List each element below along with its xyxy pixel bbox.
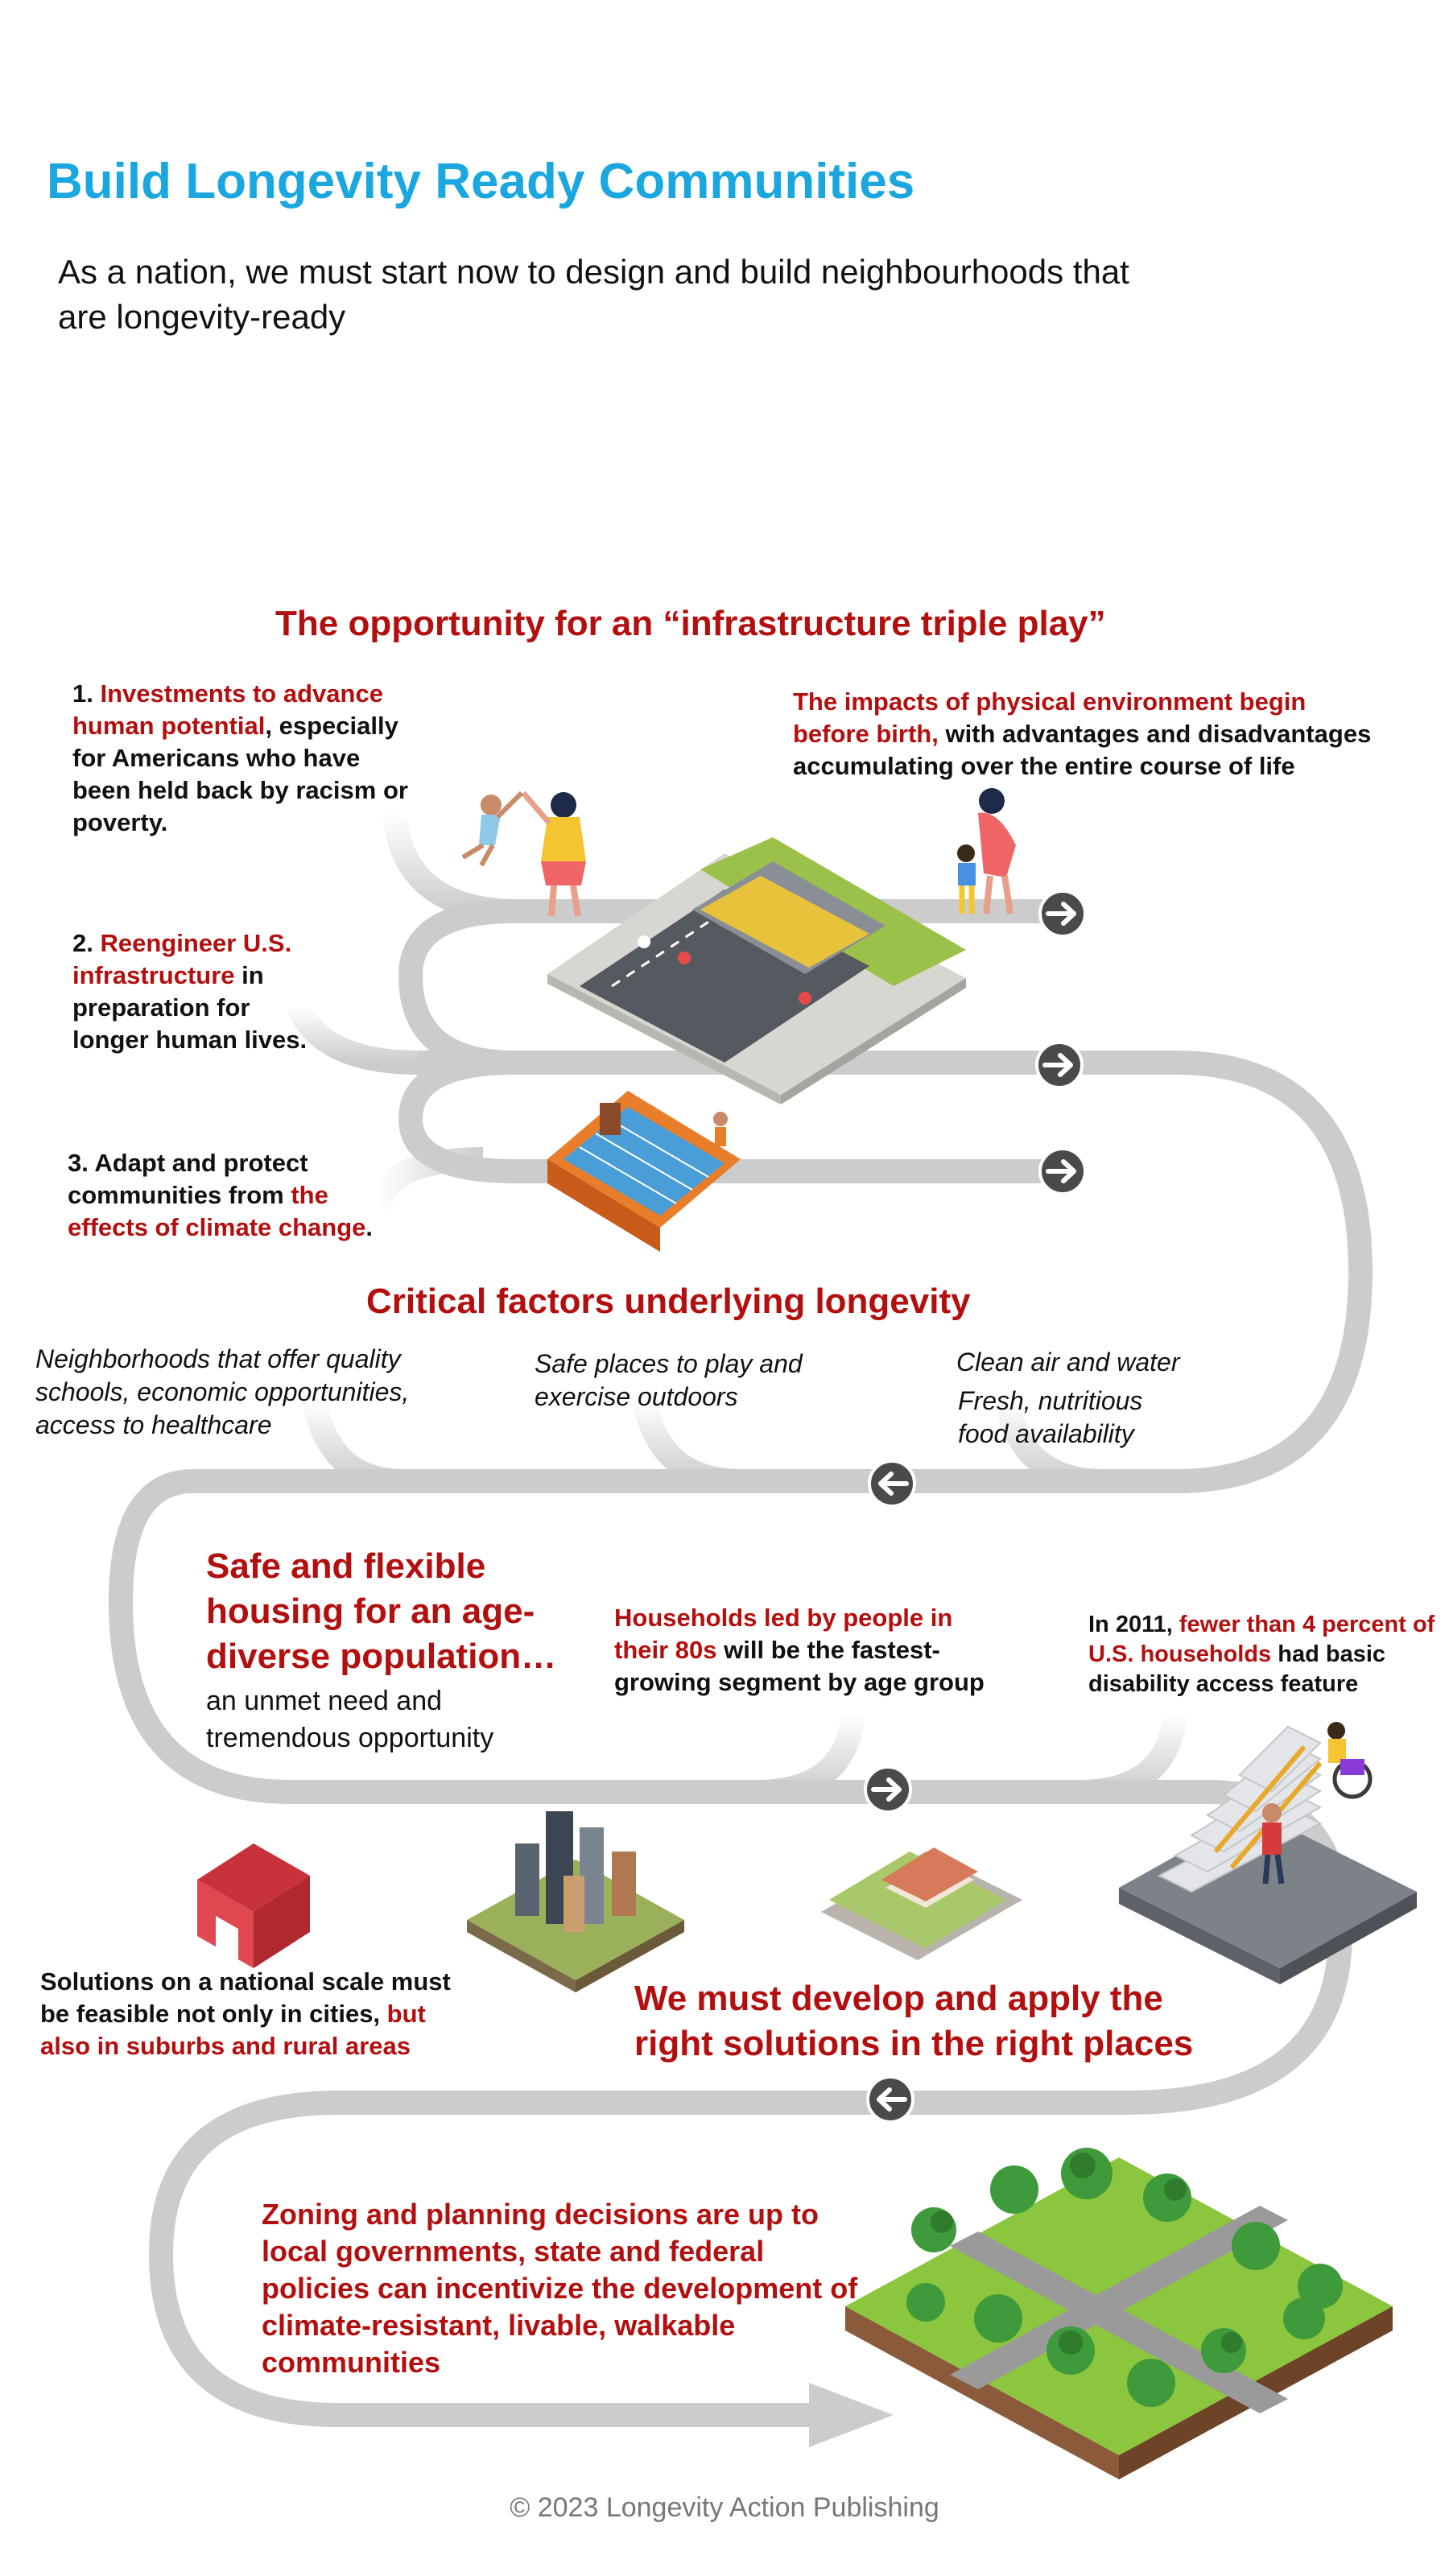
barn-illustration (197, 1843, 310, 1968)
mother-child-illustration (957, 788, 1016, 914)
item-reengineer: 2. Reengineer U.S. infrastructure in pre… (72, 929, 308, 1054)
housing-heading: Safe and flexible housing for an age-div… (206, 1546, 557, 1676)
page-title: Build Longevity Ready Communities (47, 154, 915, 209)
housing-note: an unmet need and tremendous opportunity (206, 1686, 494, 1753)
zoning-note: Zoning and planning decisions are up to … (262, 2198, 858, 2379)
disability-access-note: In 2011, fewer than 4 percent of U.S. ho… (1088, 1612, 1435, 1697)
suburban-house-illustration (821, 1847, 1022, 1960)
final-arrowhead (809, 2383, 894, 2447)
accessibility-stairs-illustration (1119, 1722, 1417, 1984)
impacts-note: The impacts of physical environment begi… (793, 687, 1372, 780)
arrow-left-icon (866, 2075, 914, 2124)
triple-play-title: The opportunity for an “infrastructure t… (275, 604, 1106, 643)
arrow-right-icon (1038, 1147, 1087, 1195)
city-skyline-illustration (467, 1811, 684, 1992)
item-climate: 3. Adapt and protect communities from th… (68, 1149, 374, 1241)
factor-clean-air: Clean air and water (956, 1348, 1180, 1377)
arrow-right-icon (1038, 890, 1087, 938)
factor-fresh-food: Fresh, nutritious food availability (958, 1386, 1143, 1448)
critical-factors-title: Critical factors underlying longevity (366, 1282, 971, 1321)
transit-street-illustration (547, 837, 966, 1104)
item-investments: 1. Investments to advance human potentia… (72, 679, 408, 836)
arrow-left-icon (868, 1459, 916, 1508)
factor-neighborhoods: Neighborhoods that offer quality schools… (35, 1344, 410, 1439)
right-solutions-heading: We must develop and apply the right solu… (634, 1979, 1194, 2063)
copyright-footer: © 2023 Longevity Action Publishing (510, 2492, 939, 2523)
parent-child-playing-illustration (461, 791, 586, 917)
arrow-right-icon (1035, 1041, 1084, 1089)
solar-roof-house-illustration (547, 1091, 741, 1252)
factor-safe-places: Safe places to play and exercise outdoor… (535, 1349, 803, 1411)
households-note: Households led by people in their 80s wi… (614, 1604, 985, 1696)
park-illustration (845, 2148, 1393, 2479)
solutions-scale-note: Solutions on a national scale must be fe… (40, 1967, 451, 2060)
page-subtitle: As a nation, we must start now to design… (58, 253, 1129, 336)
arrow-right-icon (864, 1765, 912, 1814)
